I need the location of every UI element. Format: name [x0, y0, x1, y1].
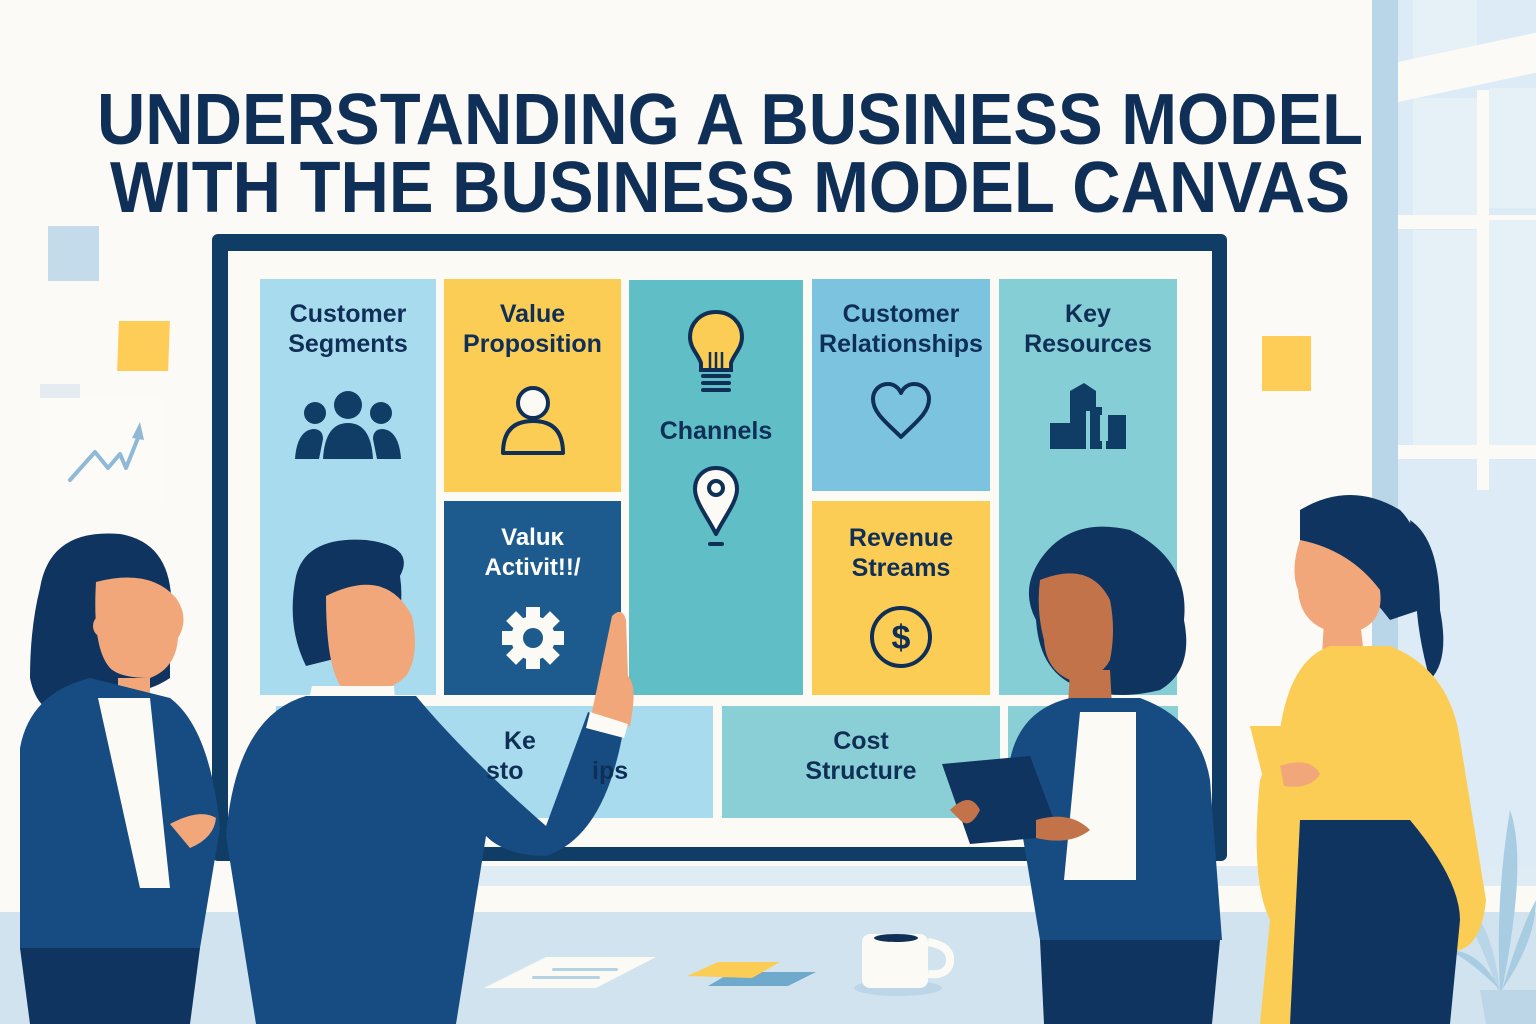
window-pane [1489, 88, 1536, 208]
people-group-icon [295, 391, 401, 459]
tile-label: Revenue [848, 524, 954, 552]
dollar-coin-icon: $ [870, 606, 932, 668]
wall-sticky-note-yellow [117, 321, 170, 371]
map-pin-icon [693, 466, 739, 546]
wall-chart-card [40, 398, 164, 500]
plant-decoration [1448, 810, 1536, 1024]
tile-label: Proposition [463, 330, 602, 358]
tile-label: ips [592, 757, 629, 785]
person-icon [500, 386, 565, 455]
tile-label: Segments [288, 330, 408, 358]
window-pane [1489, 220, 1536, 445]
tile-label: Value [499, 300, 566, 328]
tile-label: Activit!!/ [484, 554, 581, 581]
sticky-notes [687, 962, 816, 986]
wall-sticky-note-yellow-right [1262, 336, 1311, 391]
tile-label: Valuĸ [501, 524, 564, 551]
tile-label: Streams [851, 554, 951, 582]
tile-channels[interactable]: Channels [629, 280, 803, 695]
window-mullion [1477, 90, 1489, 490]
page-title-line-1: UNDERSTANDING A BUSINESS MODEL [96, 80, 1364, 160]
heart-icon [871, 382, 931, 439]
tile-label: Resources [1024, 330, 1152, 358]
wall-sticky-note-blue [48, 226, 99, 281]
desk-front [436, 886, 1536, 912]
tile-label: sto [486, 757, 524, 785]
tile-label: Customer [289, 300, 407, 328]
tile-label: Cost [833, 727, 889, 755]
tile-cost-structure-extension [1008, 706, 1178, 818]
tile-label: Customer [842, 300, 960, 328]
tile-label: Ke [504, 727, 536, 755]
tile-label: Structure [805, 757, 917, 785]
svg-text:$: $ [892, 619, 911, 657]
tile-label: Key [1065, 300, 1111, 328]
window-pane [1413, 230, 1477, 445]
coffee-mug [854, 934, 955, 996]
lightbulb-icon [687, 309, 745, 392]
window-bar [1398, 445, 1536, 459]
desk-items [484, 934, 955, 996]
page-title-line-2: WITH THE BUSINESS MODEL CANVAS [109, 148, 1351, 228]
trend-up-arrow-icon [68, 422, 144, 482]
tile-label: Relationships [819, 330, 983, 358]
desk-back-edge [436, 866, 1536, 886]
window-pane [1413, 98, 1477, 220]
tile-label: Channels [659, 417, 773, 445]
building-blocks-icon [1050, 383, 1126, 449]
gear-icon [501, 607, 564, 669]
paper-note [484, 957, 656, 988]
